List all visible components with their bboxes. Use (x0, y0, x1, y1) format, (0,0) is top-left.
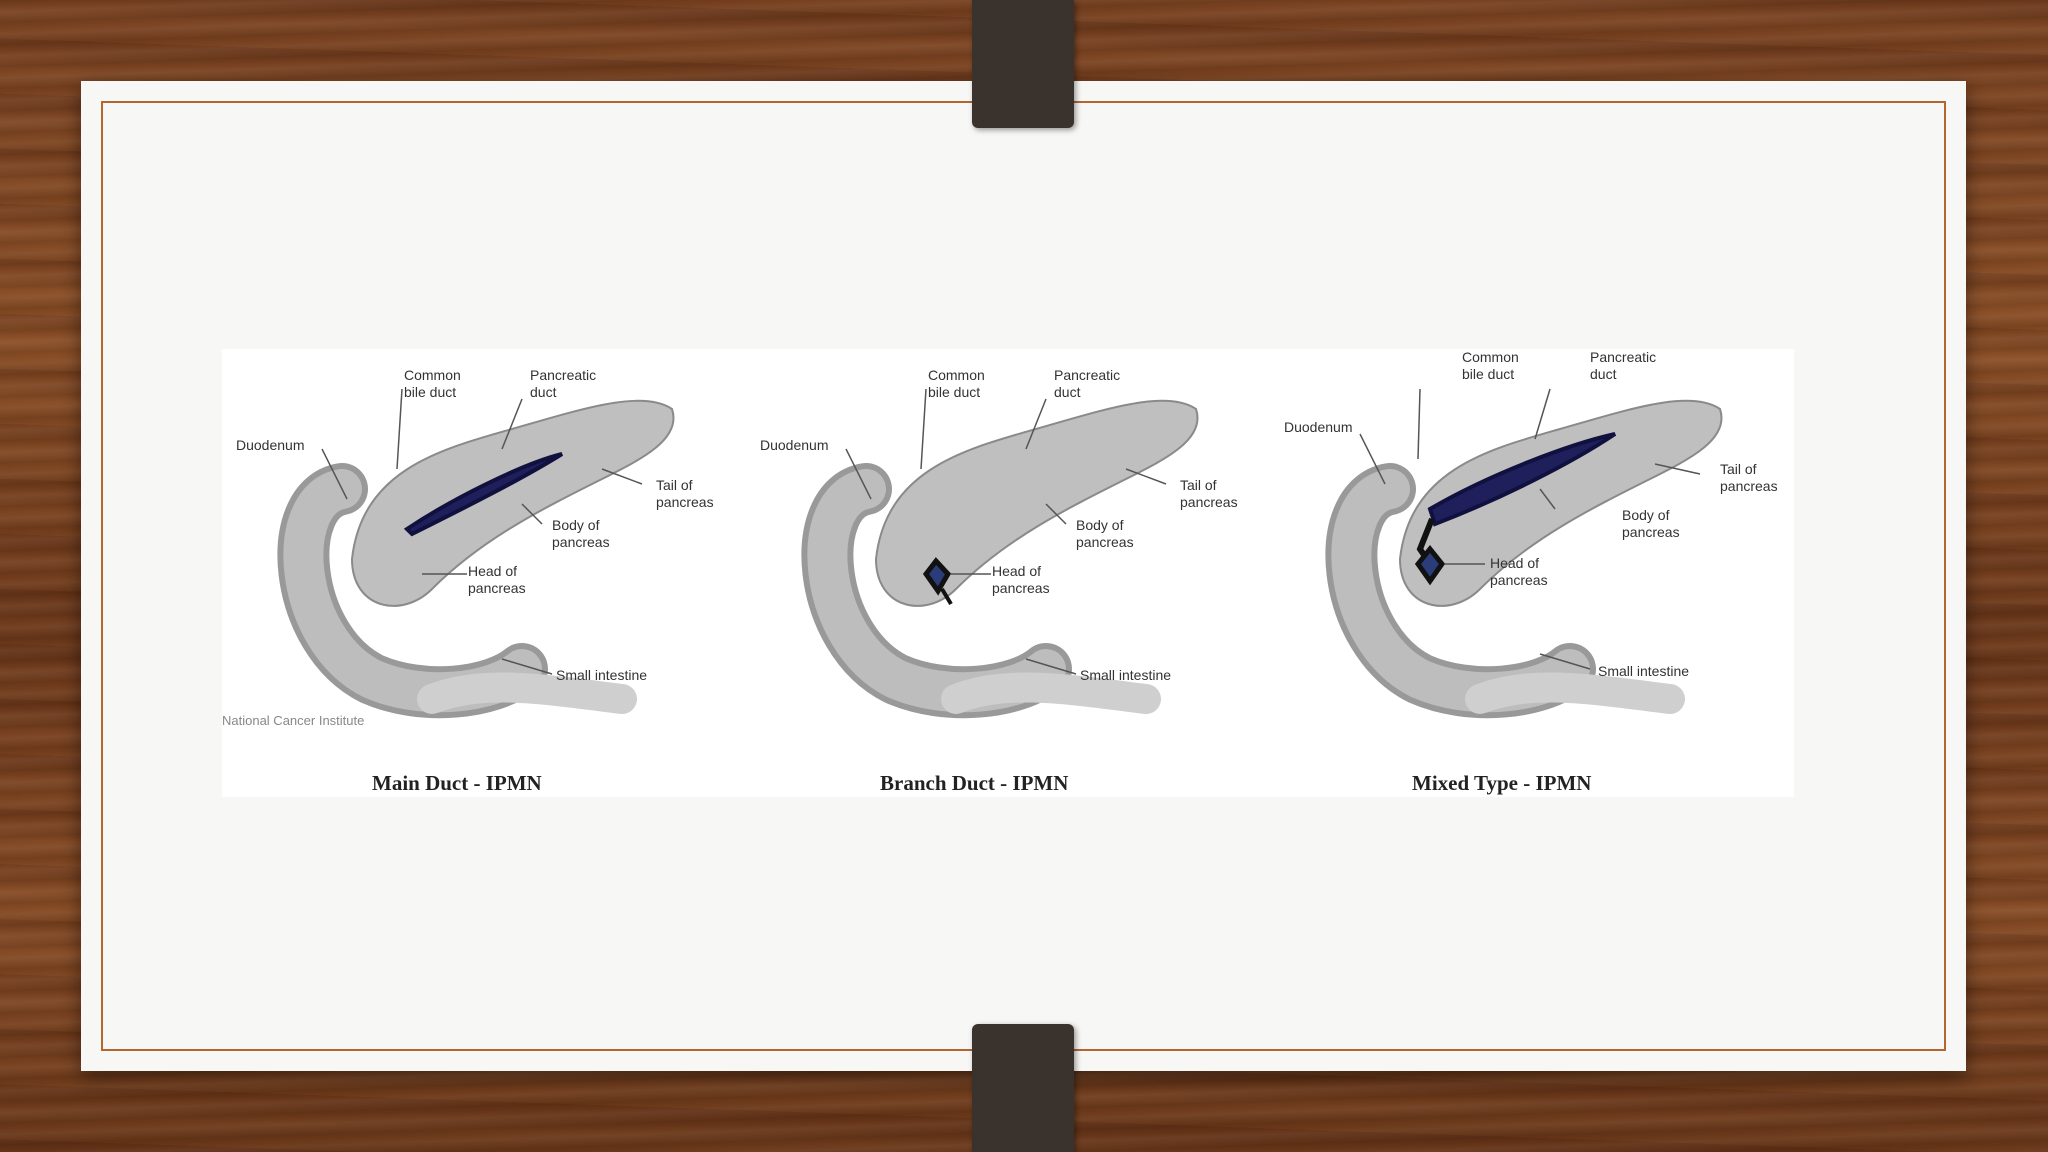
label-common-bile-duct: Common bile duct (928, 367, 985, 400)
label-pancreatic-duct: Pancreatic duct (1590, 349, 1657, 382)
panel-branch-duct: Common bile duct Pancreatic duct Duodenu… (746, 349, 1270, 797)
image-credit: National Cancer Institute (222, 713, 365, 728)
label-small-intestine: Small intestine (556, 667, 648, 683)
small-intestine-shape (1465, 672, 1685, 714)
label-tail: Tail of pancreas (1180, 477, 1238, 510)
caption-branch-duct: Branch Duct - IPMN (880, 771, 1069, 795)
pancreas-illustration (1325, 388, 1723, 719)
label-body: Body of pancreas (1076, 517, 1134, 550)
panel-main-duct: Common bile duct Pancreatic duct Duodenu… (222, 349, 746, 797)
small-intestine-shape (417, 672, 637, 714)
panel-mixed-type: Common bile duct Pancreatic duct Duodenu… (1270, 349, 1794, 797)
label-head: Head of pancreas (992, 563, 1050, 596)
duct-main-dilated (403, 452, 564, 537)
binder-clip-bottom (972, 1024, 1074, 1152)
pancreas-illustration (801, 388, 1199, 719)
label-common-bile-duct: Common bile duct (1462, 349, 1519, 382)
caption-mixed-type: Mixed Type - IPMN (1412, 771, 1592, 795)
pancreas-shape (1398, 399, 1723, 607)
label-duodenum: Duodenum (760, 437, 829, 453)
binder-clip-top (972, 0, 1074, 128)
label-small-intestine: Small intestine (1080, 667, 1172, 683)
label-tail: Tail of pancreas (1720, 461, 1778, 494)
pancreas-shape (874, 399, 1199, 607)
label-tail: Tail of pancreas (656, 477, 714, 510)
label-head: Head of pancreas (1490, 555, 1548, 588)
label-pancreatic-duct: Pancreatic duct (1054, 367, 1121, 400)
ipmn-figure: Common bile duct Pancreatic duct Duodenu… (222, 349, 1794, 797)
label-small-intestine: Small intestine (1598, 663, 1690, 679)
pancreas-shape (350, 399, 675, 607)
label-body: Body of pancreas (1622, 507, 1680, 540)
pancreas-illustration (277, 388, 675, 719)
duct-branch-cyst (1414, 544, 1446, 586)
label-common-bile-duct: Common bile duct (404, 367, 461, 400)
duct-branch-cyst (922, 557, 952, 596)
label-duodenum: Duodenum (1284, 419, 1353, 435)
small-intestine-shape (941, 672, 1161, 714)
caption-main-duct: Main Duct - IPMN (372, 771, 542, 795)
label-body: Body of pancreas (552, 517, 610, 550)
label-duodenum: Duodenum (236, 437, 305, 453)
duct-main-dilated (1427, 432, 1617, 527)
label-pancreatic-duct: Pancreatic duct (530, 367, 597, 400)
label-head: Head of pancreas (468, 563, 526, 596)
